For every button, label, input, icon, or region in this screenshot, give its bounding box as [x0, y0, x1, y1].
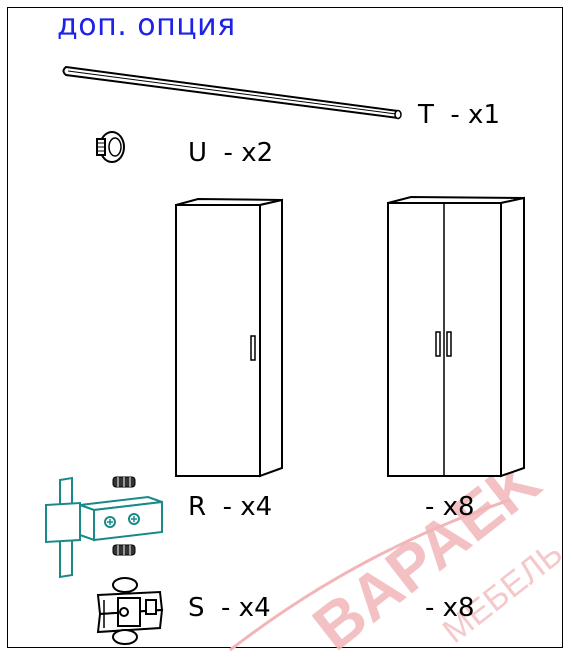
page-title: доп. опция — [57, 8, 236, 43]
part-s-double-label: - x8 — [425, 593, 475, 623]
part-r-double-label: - x8 — [425, 492, 475, 522]
screw-icon — [112, 544, 136, 556]
part-s-label: S - x4 — [188, 593, 271, 623]
part-r-label: R - x4 — [188, 492, 273, 522]
rod-icon — [62, 65, 402, 120]
mounting-plate-icon — [96, 577, 164, 645]
part-t-label: T - x1 — [418, 100, 500, 130]
part-u-label: U - x2 — [188, 138, 274, 168]
single-door-cabinet-icon — [175, 197, 283, 478]
cam-icon — [96, 131, 125, 163]
double-door-cabinet-icon — [387, 195, 525, 478]
screw-icon — [112, 476, 136, 488]
hinge-icon — [45, 476, 163, 579]
watermark-logo: BAPAEK МЕБЕЛЬ — [229, 444, 570, 660]
